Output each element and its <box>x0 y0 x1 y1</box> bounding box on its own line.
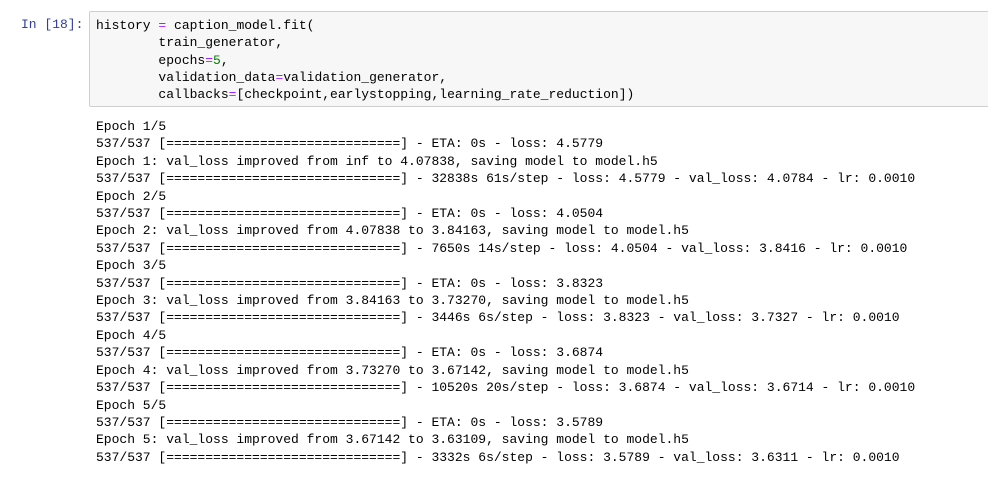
code-line: validation_data=validation_generator, <box>96 69 634 86</box>
output-line: 537/537 [==============================]… <box>96 449 900 465</box>
output-line: 537/537 [==============================]… <box>96 171 916 187</box>
output-line: Epoch 1: val_loss improved from inf to 4… <box>96 153 658 169</box>
output-line: 537/537 [==============================]… <box>96 414 604 430</box>
output-line: 537/537 [==============================]… <box>96 380 916 396</box>
code-token: train_generator, <box>96 35 284 51</box>
input-prompt: In [18]: <box>21 17 84 32</box>
code-token: = <box>205 52 214 68</box>
code-input-area[interactable]: history = caption_model.fit( train_gener… <box>89 11 988 107</box>
output-line: 537/537 [==============================]… <box>96 275 604 291</box>
output-line: Epoch 1/5 <box>96 119 167 134</box>
code-editor[interactable]: history = caption_model.fit( train_gener… <box>96 17 634 103</box>
output-line: Epoch 2: val_loss improved from 4.07838 … <box>96 223 689 239</box>
code-token: history <box>96 18 159 33</box>
output-line: 537/537 [==============================]… <box>96 206 604 222</box>
code-line: train_generator, <box>96 34 634 51</box>
code-token: , <box>220 52 229 68</box>
output-line: Epoch 2/5 <box>96 188 167 204</box>
code-token: epochs <box>96 52 206 68</box>
cell-output: Epoch 1/5 537/537 [======================… <box>96 118 915 466</box>
code-line: history = caption_model.fit( <box>96 17 634 34</box>
code-token: 5 <box>213 52 221 68</box>
code-token: caption_model.fit( <box>166 18 315 33</box>
code-token: validation_data <box>96 69 276 85</box>
output-line: Epoch 5/5 <box>96 397 167 413</box>
code-line: epochs=5, <box>96 52 634 69</box>
code-token: = <box>228 87 237 103</box>
code-line: callbacks=[checkpoint,earlystopping,lear… <box>96 86 634 103</box>
output-line: Epoch 4: val_loss improved from 3.73270 … <box>96 362 689 378</box>
output-line: Epoch 3/5 <box>96 258 167 274</box>
code-token: = <box>158 18 167 33</box>
output-line: Epoch 3: val_loss improved from 3.84163 … <box>96 293 689 309</box>
output-line: 537/537 [==============================]… <box>96 136 604 152</box>
output-line: 537/537 [==============================]… <box>96 240 908 256</box>
output-line: Epoch 4/5 <box>96 327 167 343</box>
output-line: 537/537 [==============================]… <box>96 345 604 361</box>
output-line: 537/537 [==============================]… <box>96 310 900 326</box>
output-line: Epoch 5: val_loss improved from 3.67142 … <box>96 432 689 448</box>
code-token: [checkpoint,earlystopping,learning_rate_… <box>236 87 635 103</box>
code-token: validation_generator, <box>283 69 448 85</box>
code-token: = <box>275 69 284 85</box>
code-token: callbacks <box>96 87 229 103</box>
